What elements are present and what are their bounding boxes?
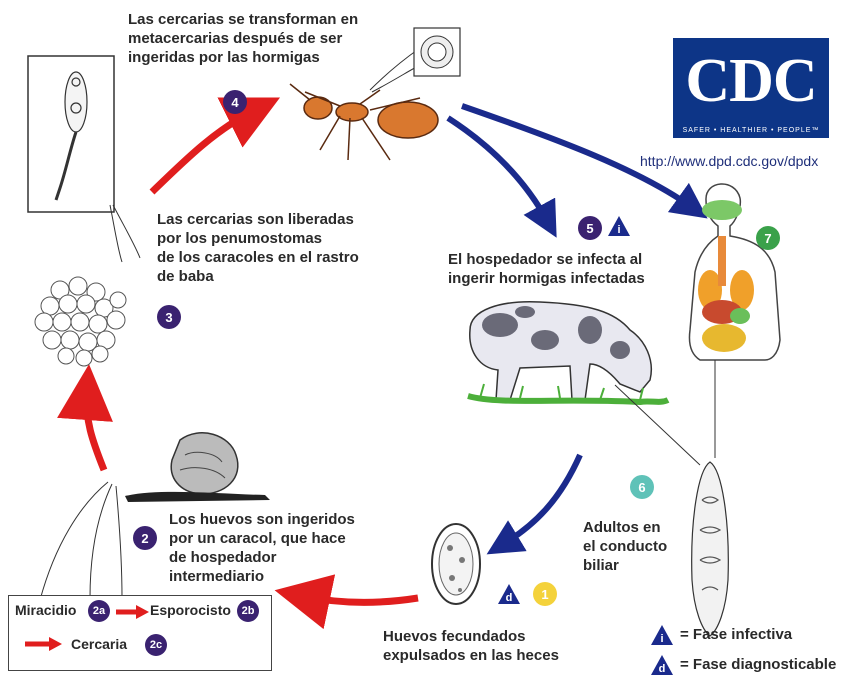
arrow-egg-to-snail — [274, 574, 419, 630]
ant-drawing — [289, 83, 439, 161]
cdc-logo: CDC SAFER • HEALTHIER • PEOPLE™ — [673, 38, 829, 138]
step7-badge: 7 — [756, 226, 780, 250]
arrow-snail-to-cercaria — [57, 364, 113, 472]
cercaria-slimeball — [34, 276, 127, 367]
arrow-ant-to-cow — [446, 115, 557, 238]
adult-fluke-drawing — [691, 461, 729, 637]
arrow-esporocisto-cercaria — [25, 637, 62, 651]
step5-text: El hospedador se infecta al ingerir horm… — [448, 251, 645, 287]
legend-infective-letter: i — [660, 633, 664, 645]
step3-text: Las cercarias son liberadas por los penu… — [157, 211, 359, 285]
legend-infective-icon: i — [650, 624, 674, 646]
step1-text: Huevos fecundados expulsados en las hece… — [383, 628, 559, 664]
legend-infective-label: = Fase infectiva — [680, 626, 793, 643]
snail-stages-box: Miracidio 2a Esporocisto 2b Cercaria 2c — [8, 595, 272, 671]
cercaria-label: Cercaria — [71, 636, 128, 652]
cdc-logo-text: CDC — [685, 47, 817, 115]
step4-text: Las cercarias se transforman en metacerc… — [128, 11, 359, 66]
step4-badge: 4 — [223, 90, 247, 114]
step2-text: Los huevos son ingeridos por un caracol,… — [169, 511, 355, 585]
arrow-ant-to-human — [461, 103, 708, 219]
esporocisto-label: Esporocisto — [150, 602, 231, 618]
arrow-cercaria-to-ant — [149, 97, 281, 195]
legend-diagnostic-letter: d — [658, 663, 666, 675]
cdc-tagline: SAFER • HEALTHIER • PEOPLE™ — [682, 127, 820, 134]
human-drawing — [688, 183, 781, 361]
step2-badge: 2 — [133, 526, 157, 550]
step2c-badge: 2c — [145, 634, 167, 656]
step3-badge: 3 — [157, 305, 181, 329]
diagnostic-stage-letter: d — [505, 592, 513, 604]
arrow-cow-to-egg — [486, 453, 583, 555]
step6-badge: 6 — [630, 475, 654, 499]
cdc-url[interactable]: http://www.dpd.cdc.gov/dpdx — [640, 153, 819, 169]
step5-badge: 5 — [578, 216, 602, 240]
cercaria-drawing — [54, 71, 88, 201]
infective-stage-letter: i — [617, 224, 621, 236]
step1-badge: 1 — [533, 582, 557, 606]
miracidio-label: Miracidio — [15, 602, 77, 618]
legend-diagnostic-icon: d — [650, 654, 674, 676]
step2b-badge: 2b — [237, 600, 259, 622]
diagnostic-stage-icon: d — [497, 583, 521, 605]
legend-diagnostic-label: = Fase diagnosticable — [680, 656, 837, 673]
snail-drawing — [125, 432, 270, 502]
step2a-badge: 2a — [88, 600, 110, 622]
infective-stage-icon: i — [607, 215, 631, 237]
arrow-miracidio-esporocisto — [116, 605, 149, 619]
cow-drawing — [467, 301, 670, 406]
egg-drawing — [431, 523, 481, 605]
step6-text: Adultos en el conducto biliar — [583, 519, 668, 574]
